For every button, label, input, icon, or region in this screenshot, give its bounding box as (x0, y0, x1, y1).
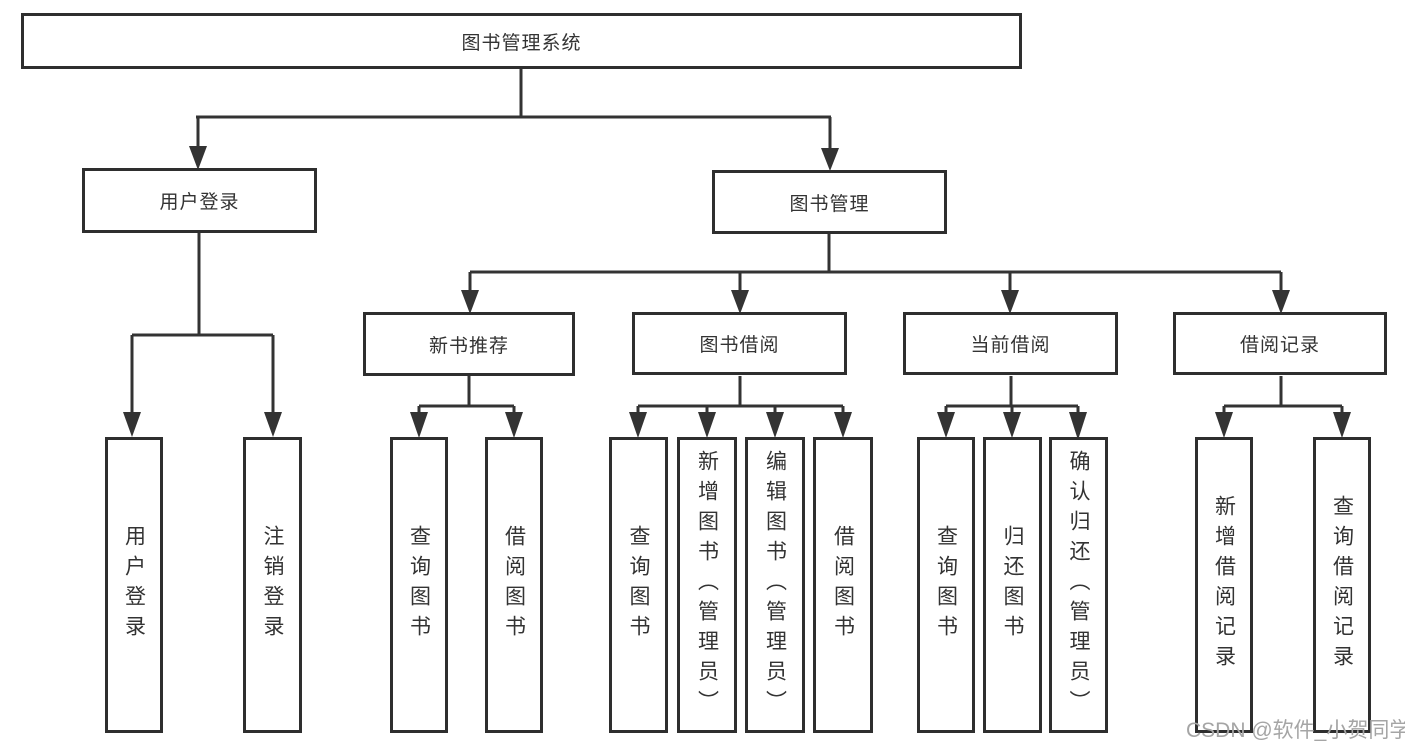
node-new-book-rec: 新书推荐 (363, 312, 575, 376)
leaf-logout: 注销登录 (243, 437, 302, 733)
leaf-query-record: 查询借阅记录 (1313, 437, 1371, 733)
arrowhead-down-icon (461, 290, 479, 314)
node-book-mgmt-label: 图书管理 (789, 193, 870, 215)
node-borrow-record: 借阅记录 (1173, 312, 1387, 375)
arrowhead-down-icon (698, 412, 716, 438)
leaf-add-record: 新增借阅记录 (1195, 437, 1253, 733)
leaf-rec-query-book: 查询图书 (390, 437, 448, 733)
arrowhead-down-icon (1272, 290, 1290, 314)
arrowhead-down-icon (937, 412, 955, 438)
arrowhead-down-icon (1003, 412, 1021, 438)
leaf-current-query-book: 查询图书 (917, 437, 975, 733)
arrowhead-down-icon (264, 412, 282, 437)
arrowhead-down-icon (189, 146, 207, 170)
leaf-add-book-label: 新增图书（管理员） (695, 450, 719, 720)
watermark: CSDN @软件_小贺同学 (1186, 719, 1405, 742)
arrowhead-down-icon (123, 412, 141, 437)
leaf-login: 用户登录 (105, 437, 163, 733)
arrowhead-down-icon (1215, 412, 1233, 438)
leaf-return-book-label: 归还图书 (1001, 525, 1024, 645)
leaf-logout-label: 注销登录 (261, 525, 284, 645)
leaf-login-label: 用户登录 (122, 525, 146, 645)
node-new-book-rec-label: 新书推荐 (428, 335, 509, 357)
arrowhead-down-icon (731, 290, 749, 314)
leaf-edit-book: 编辑图书（管理员） (745, 437, 805, 733)
arrowhead-down-icon (1333, 412, 1351, 438)
arrowhead-down-icon (505, 412, 523, 438)
leaf-query-record-label: 查询借阅记录 (1330, 495, 1354, 675)
leaf-edit-book-label: 编辑图书（管理员） (763, 450, 787, 720)
leaf-return-book: 归还图书 (983, 437, 1042, 733)
node-user-login-label: 用户登录 (159, 192, 240, 213)
arrowhead-down-icon (629, 412, 647, 438)
leaf-add-record-label: 新增借阅记录 (1212, 495, 1236, 675)
node-book-mgmt: 图书管理 (712, 170, 947, 234)
node-book-borrow: 图书借阅 (632, 312, 847, 375)
arrowhead-down-icon (834, 412, 852, 438)
leaf-current-query-book-label: 查询图书 (934, 525, 958, 645)
leaf-borrow-query-book: 查询图书 (609, 437, 668, 733)
leaf-add-book: 新增图书（管理员） (677, 437, 737, 733)
arrowhead-down-icon (766, 412, 784, 438)
leaf-rec-borrow-book: 借阅图书 (485, 437, 543, 733)
leaf-rec-query-book-label: 查询图书 (407, 525, 431, 645)
node-current-borrow: 当前借阅 (903, 312, 1118, 375)
leaf-confirm-return-label: 确认归还（管理员） (1067, 450, 1090, 720)
node-book-borrow-label: 图书借阅 (699, 335, 780, 356)
node-root: 图书管理系统 (21, 13, 1022, 69)
arrowhead-down-icon (821, 148, 839, 171)
node-current-borrow-label: 当前借阅 (970, 335, 1051, 356)
arrowhead-down-icon (410, 412, 428, 438)
node-user-login: 用户登录 (82, 168, 317, 233)
arrowhead-down-icon (1069, 412, 1087, 440)
leaf-borrow-borrow-book-label: 借阅图书 (831, 525, 855, 645)
leaf-rec-borrow-book-label: 借阅图书 (502, 525, 526, 645)
arrowhead-down-icon (1001, 290, 1019, 314)
node-root-label: 图书管理系统 (461, 32, 582, 54)
leaf-confirm-return: 确认归还（管理员） (1049, 437, 1108, 733)
leaf-borrow-query-book-label: 查询图书 (627, 525, 650, 645)
leaf-borrow-borrow-book: 借阅图书 (813, 437, 873, 733)
node-borrow-record-label: 借阅记录 (1239, 335, 1320, 356)
